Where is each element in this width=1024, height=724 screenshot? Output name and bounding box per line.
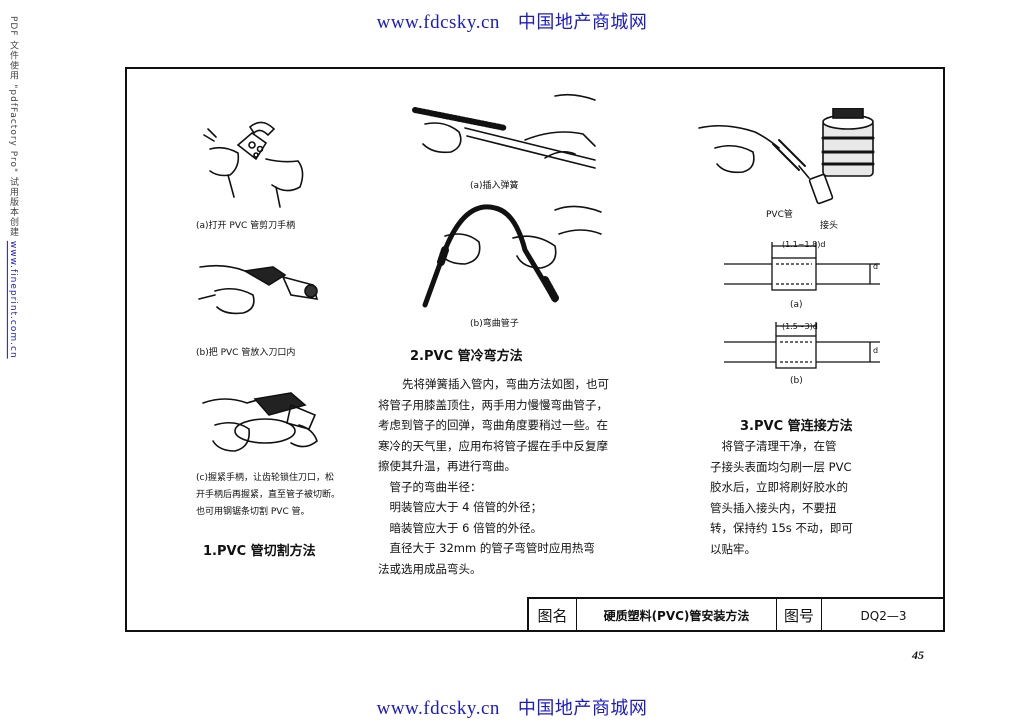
watermark-site-name: 中国地产商城网 — [517, 12, 648, 33]
section2-body-line: 将管子用膝盖顶住，两手用力慢慢弯曲管子， — [378, 397, 608, 412]
fig-2a-caption: (a)插入弹簧 — [470, 181, 519, 191]
watermark-site-name: 中国地产商城网 — [517, 698, 648, 719]
watermark-url[interactable]: www.fdcsky.cn — [376, 12, 500, 33]
fig-joint-dimension-a — [724, 242, 880, 291]
section2-body-line: 考虑到管子的回弹，弯曲角度要稍过一些。在 — [378, 418, 608, 432]
label-joint: 接头 — [820, 221, 839, 231]
section2-body-line: 暗装管应大于 6 倍管的外径。 — [378, 520, 543, 535]
fig-bend-pipe-illustration — [422, 204, 602, 308]
fig-2b-caption: (b)弯曲管子 — [470, 319, 519, 329]
fig-glue-joint-illustration — [698, 108, 875, 205]
section3-heading: 3.PVC 管连接方法 — [740, 419, 853, 434]
fig-cut-pipe-illustration — [202, 392, 318, 452]
title-block-drawing-number: DQ2—3 — [860, 608, 907, 623]
section2-body-line: 先将弹簧插入管内，弯曲方法如图，也可 — [402, 377, 609, 391]
fig-open-cutter-illustration — [203, 121, 304, 208]
section3-body-line: 转，保持约 15s 不动，即可 — [710, 521, 853, 535]
section2-body-line: 寒冷的天气里，应用布将管子握在手中反复摩 — [378, 438, 608, 453]
side-note-link[interactable]: www.fineprint.com.cn — [8, 240, 18, 359]
section2-body-line: 直径大于 32mm 的管子弯管时应用热弯 — [378, 541, 595, 555]
section3-body-line: 子接头表面均匀刷一层 PVC — [710, 459, 852, 474]
drawing-frame — [125, 67, 945, 632]
title-block-drawing-title: 硬质塑料(PVC)管安装方法 — [577, 599, 777, 632]
fig-insert-pipe-illustration — [198, 264, 319, 315]
page-number: 45 — [912, 648, 924, 662]
title-block-number-label: 图号 — [777, 599, 822, 632]
section3-body: 将管子清理干净，在管 子接头表面均匀刷一层 PVC 胶水后，立即将刷好胶水的 管… — [710, 436, 895, 559]
fig-1b-caption: (b)把 PVC 管放入刀口内 — [196, 348, 296, 358]
section2-body-line: 明装管应大于 4 倍管的外径； — [378, 500, 543, 514]
section3-body-line: 以贴牢。 — [710, 541, 756, 556]
fig-joint-dimension-b — [724, 322, 880, 369]
section3-body-line: 将管子清理干净，在管 — [710, 439, 837, 453]
section2-body-line: 法或选用成品弯头。 — [378, 561, 482, 576]
fig-1c-caption: (c)握紧手柄，让齿轮锁住刀口，松 开手柄后再握紧，直至管子被切断。 也可用钢锯… — [196, 470, 361, 521]
dimension-label-d: d — [873, 262, 879, 271]
fig-1c-caption-line: 也可用钢锯条切割 PVC 管。 — [196, 507, 310, 517]
fig-insert-spring-illustration — [412, 93, 596, 169]
section2-heading: 2.PVC 管冷弯方法 — [410, 349, 523, 364]
title-block: 图名 硬质塑料(PVC)管安装方法 图号 DQ2—3 — [527, 597, 945, 632]
dimension-label-a: (1.1~1.8)d — [782, 240, 826, 249]
section3-body-line: 胶水后，立即将刷好胶水的 — [710, 480, 848, 494]
section3-body-line: 管头插入接头内，不要扭 — [710, 500, 837, 515]
fig-1c-caption-line: 开手柄后再握紧，直至管子被切断。 — [196, 490, 341, 500]
watermark-url[interactable]: www.fdcsky.cn — [376, 698, 500, 719]
side-note: PDF 文件使用 "pdfFactory Pro" 试用版本创建 www.fin… — [8, 16, 18, 359]
fig-3a-caption: (a) — [790, 300, 803, 310]
watermark-bottom: www.fdcsky.cn 中国地产商城网 — [0, 694, 1024, 720]
watermark-top: www.fdcsky.cn 中国地产商城网 — [0, 8, 1024, 34]
section2-body-line: 管子的弯曲半径： — [378, 479, 482, 494]
fig-1c-caption-line: (c)握紧手柄，让齿轮锁住刀口，松 — [196, 473, 334, 483]
dimension-label-b: (1.5~3)d — [782, 322, 818, 331]
section2-body: 先将弹簧插入管内，弯曲方法如图，也可 将管子用膝盖顶住，两手用力慢慢弯曲管子， … — [378, 374, 668, 579]
title-block-name-label: 图名 — [529, 599, 577, 632]
fig-3b-caption: (b) — [790, 376, 803, 386]
section1-heading: 1.PVC 管切割方法 — [203, 544, 316, 559]
side-note-text: PDF 文件使用 "pdfFactory Pro" 试用版本创建 — [8, 16, 18, 238]
fig-1a-caption: (a)打开 PVC 管剪刀手柄 — [196, 221, 296, 231]
label-pvc-pipe: PVC管 — [766, 210, 793, 220]
dimension-label-d-2: d — [873, 346, 879, 355]
section2-body-line: 擦使其升温，再进行弯曲。 — [378, 459, 516, 473]
